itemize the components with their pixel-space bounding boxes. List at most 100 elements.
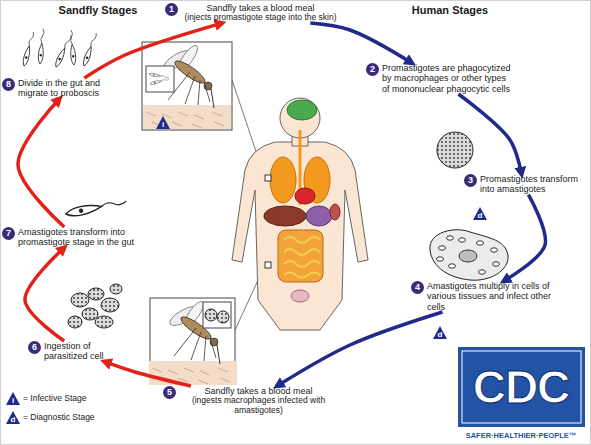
- amastigote: [437, 257, 444, 261]
- stage-marker-letter: i: [12, 397, 14, 405]
- life-cycle-step: 3Promastigotes transform into amastigote…: [464, 174, 586, 195]
- cell: [95, 316, 113, 328]
- logo-panel: [458, 347, 585, 427]
- magnified-inset: [203, 302, 231, 328]
- step-text-column: Promastigotes transform into amastigotes: [480, 174, 586, 195]
- infected-macrophage: [217, 311, 229, 323]
- amastigote: [449, 264, 456, 268]
- cell: [88, 288, 104, 300]
- legend-marker: [6, 411, 20, 424]
- cell: [101, 298, 119, 312]
- step-text-column: Sandfly takes a blood meal(ingests macro…: [179, 386, 338, 416]
- step-number: 1: [165, 3, 178, 16]
- step-note: (ingests macrophages infected with amast…: [179, 396, 338, 416]
- intestines: [278, 230, 323, 282]
- cycle-arrow: [277, 312, 442, 386]
- sandfly-feeding-top: [142, 42, 232, 130]
- infective-stage-marker: [156, 116, 170, 129]
- amastigote: [491, 248, 498, 252]
- cycle-arrow: [105, 362, 191, 386]
- infected-macrophage: [437, 132, 473, 168]
- step-number: 8: [2, 78, 15, 91]
- cycle-arrow: [504, 195, 546, 281]
- parasitized-cells: [68, 284, 122, 328]
- cycle-arrow: [18, 99, 64, 227]
- cycle-arrow: [25, 248, 64, 341]
- stage-marker-letter: d: [478, 212, 483, 220]
- step-number: 7: [2, 227, 15, 240]
- stage-marker-letter: d: [11, 416, 16, 424]
- stomach: [306, 206, 332, 226]
- promastigote: [22, 31, 36, 66]
- legend-marker: [6, 392, 20, 405]
- sandfly: [149, 299, 237, 385]
- skin-site-marker: [265, 175, 271, 181]
- liver: [264, 206, 306, 226]
- infected-macrophage: [205, 309, 217, 321]
- step-text: Promastigotes are phagocytized by macrop…: [382, 63, 516, 94]
- step-text-column: Sandfly takes a blood meal(injects proma…: [181, 3, 340, 23]
- lung: [270, 157, 296, 203]
- magnified-inset: [146, 66, 174, 92]
- step-text-column: Promastigotes are phagocytized by macrop…: [382, 63, 516, 94]
- step-text: Divide in the gut and migrate to probosc…: [18, 78, 130, 99]
- cell: [68, 316, 82, 328]
- diagnostic-stage-marker: [433, 326, 447, 339]
- amastigote: [447, 236, 454, 240]
- promastigote: [150, 78, 170, 86]
- heart: [295, 188, 315, 204]
- bladder: [291, 290, 309, 302]
- logo-tagline: SAFER·HEALTHIER·PEOPLE™: [466, 432, 577, 440]
- step-text-column: Divide in the gut and migrate to probosc…: [18, 78, 130, 99]
- intestine-loops: [284, 237, 320, 278]
- promastigote: [82, 32, 99, 67]
- promastigote: [149, 73, 169, 79]
- amastigote: [479, 270, 486, 274]
- life-cycle-step: 1Sandfly takes a blood meal(injects prom…: [165, 3, 340, 23]
- life-cycle-step: 7Amastigotes transform into promastigote…: [2, 227, 142, 248]
- legend-text: = Infective Stage: [23, 393, 87, 403]
- nucleus: [459, 250, 477, 262]
- picture-box: [142, 42, 232, 130]
- step-note: (injects promastigote stage into the ski…: [181, 13, 340, 23]
- macrophage: [430, 230, 508, 280]
- amastigote: [477, 241, 484, 245]
- spleen: [330, 204, 340, 220]
- section-heading: Human Stages: [412, 5, 488, 16]
- sandfly: [143, 43, 231, 129]
- cycle-arrow: [310, 23, 412, 63]
- human-figure: [232, 98, 368, 330]
- promastigote: [65, 197, 127, 218]
- step-text: Sandfly takes a blood meal: [179, 386, 338, 396]
- legend-entry: = Infective Stage: [23, 393, 87, 403]
- step-number: 4: [411, 281, 424, 294]
- promastigote: [54, 34, 73, 68]
- step-text: Sandfly takes a blood meal: [181, 3, 340, 13]
- step-text-column: Amastigotes multiply in cells of various…: [427, 281, 561, 312]
- life-cycle-step: 2Promastigotes are phagocytized by macro…: [366, 63, 516, 94]
- macrophage-with-amastigotes: [430, 230, 508, 280]
- skin-site-marker: [265, 262, 271, 268]
- stage-marker-letter: d: [438, 331, 443, 339]
- step-text: Amastigotes multiply in cells of various…: [427, 281, 561, 312]
- cell: [82, 308, 98, 320]
- legend-entry: = Diagnostic Stage: [23, 412, 95, 422]
- legend-text: = Diagnostic Stage: [23, 412, 95, 422]
- amastigote: [493, 262, 500, 266]
- life-cycle-step: 4Amastigotes multiply in cells of variou…: [411, 281, 561, 312]
- life-cycle-step: 8Divide in the gut and migrate to probos…: [2, 78, 130, 99]
- step-number: 3: [464, 174, 477, 187]
- cell: [110, 284, 122, 294]
- cycle-arrow: [458, 94, 521, 174]
- diagnostic-stage-marker: [473, 207, 487, 220]
- promastigote: [38, 29, 46, 64]
- logo-border: [462, 351, 581, 423]
- step-text: Promastigotes transform into amastigotes: [480, 174, 586, 195]
- step-number: 2: [366, 63, 379, 76]
- amastigote: [439, 246, 446, 250]
- stage-marker-letter: i: [162, 121, 164, 129]
- step-text: Ingestion of parasitized cell: [44, 341, 120, 362]
- life-cycle-step: 5Sandfly takes a blood meal(ingests macr…: [163, 386, 338, 416]
